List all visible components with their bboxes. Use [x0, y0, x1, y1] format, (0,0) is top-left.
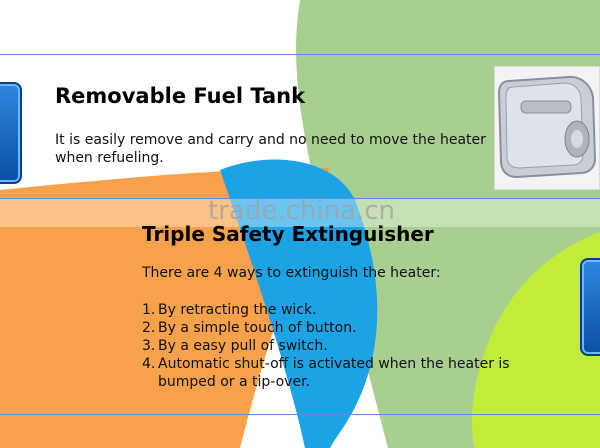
fuel-tank-photo	[494, 66, 600, 190]
list-item-text: By a simple touch of button.	[158, 320, 357, 336]
extinguish-methods-list: 1. By retracting the wick. 2. By a simpl…	[142, 301, 510, 391]
section1-body-line2: when refueling.	[55, 150, 164, 166]
watermark-band	[0, 199, 600, 227]
list-item-number: 3.	[142, 338, 156, 354]
section1-body-line1: It is easily remove and carry and no nee…	[55, 132, 486, 148]
left-blue-tab-icon	[0, 82, 22, 184]
lime-shape	[471, 232, 600, 448]
middle-rule	[0, 198, 600, 199]
list-item: 2. By a simple touch of button.	[142, 319, 510, 337]
list-item: 1. By retracting the wick.	[142, 301, 510, 319]
blue-shape	[220, 159, 378, 448]
section2-title: Triple Safety Extinguisher	[142, 222, 434, 246]
section2-intro: There are 4 ways to extinguish the heate…	[142, 265, 441, 281]
list-item-text: By retracting the wick.	[158, 302, 317, 318]
list-item: 3. By a easy pull of switch.	[142, 337, 510, 355]
list-item-number: 4.	[142, 356, 156, 372]
list-item-number: 1.	[142, 302, 156, 318]
bottom-rule	[0, 414, 600, 415]
list-item: 4. Automatic shut-off is activated when …	[142, 355, 510, 391]
fuel-tank-icon	[497, 75, 597, 179]
list-item-text-continued: bumped or a tip-over.	[158, 374, 310, 390]
top-rule	[0, 54, 600, 55]
watermark-text: trade.china.cn	[208, 196, 396, 226]
section1-title: Removable Fuel Tank	[55, 84, 306, 108]
list-item-text: By a easy pull of switch.	[158, 338, 328, 354]
right-blue-tab-icon	[580, 258, 600, 356]
list-item-text: Automatic shut-off is activated when the…	[158, 356, 510, 372]
list-item-number: 2.	[142, 320, 156, 336]
